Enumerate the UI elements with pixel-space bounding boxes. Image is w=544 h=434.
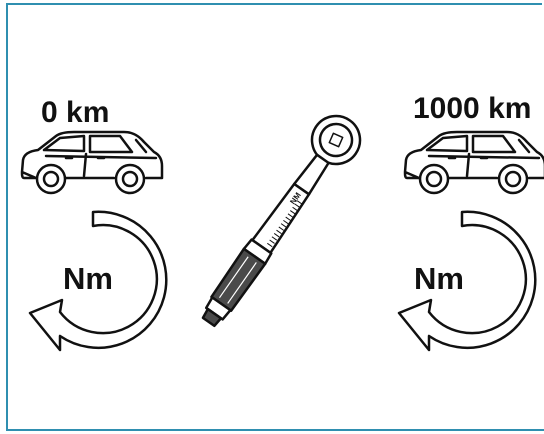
start-distance-label: 0 km [41, 98, 109, 128]
end-torque-label: Nm [414, 263, 464, 294]
start-torque-label: Nm [63, 263, 113, 294]
wrench-scale-text: NM [288, 191, 303, 207]
end-distance-label: 1000 km [413, 94, 531, 124]
